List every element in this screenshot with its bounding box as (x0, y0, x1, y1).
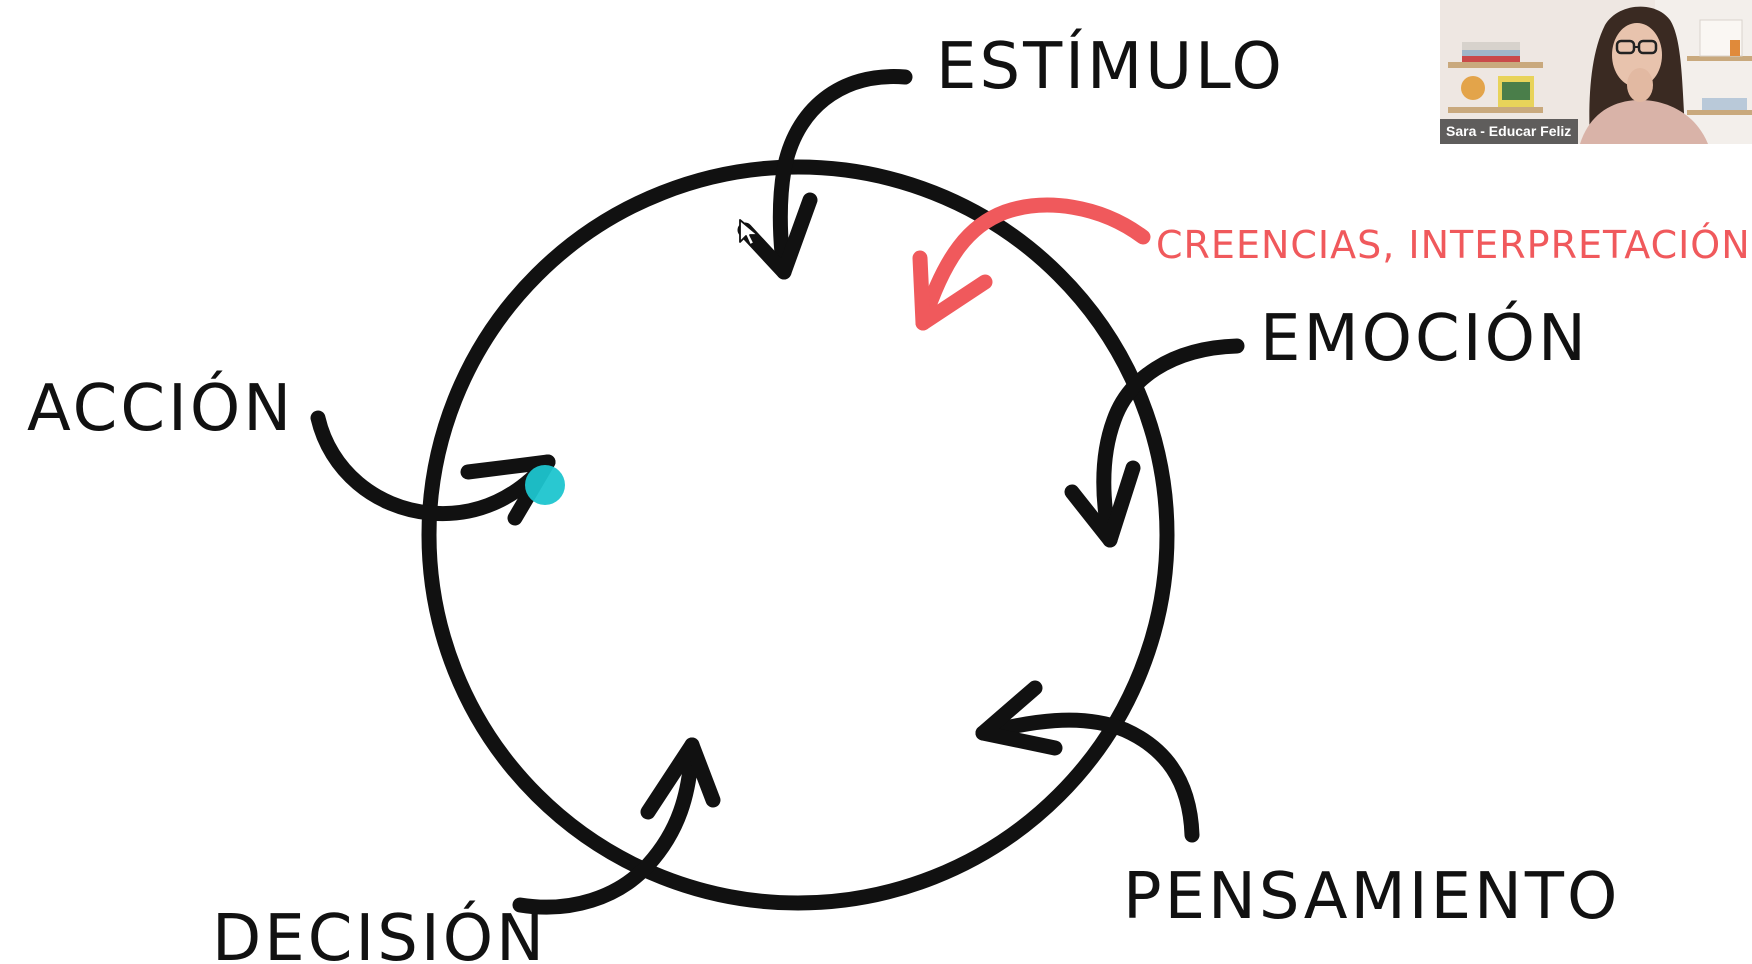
label-creencias: CREENCIAS, INTERPRETACIÓN... (1156, 223, 1752, 267)
arrow-estimulo (737, 69, 913, 280)
arrow-accion (310, 410, 556, 526)
label-emocion: EMOCIÓN (1260, 300, 1589, 376)
arrow-emocion (1064, 338, 1245, 548)
participant-video-tile[interactable]: Sara - Educar Feliz (1440, 0, 1752, 144)
arrow-creencias (912, 197, 1151, 331)
label-estimulo: ESTÍMULO (936, 28, 1285, 104)
label-decision: DECISIÓN (212, 900, 547, 964)
label-accion: ACCIÓN (27, 370, 294, 446)
arrow-pensamiento (975, 680, 1200, 843)
cycle-circle (421, 159, 1175, 911)
participant-name-label: Sara - Educar Feliz (1440, 119, 1579, 144)
mouse-cursor-icon (739, 219, 759, 246)
arrow-decision (512, 737, 721, 915)
label-pensamiento: PENSAMIENTO (1123, 860, 1620, 934)
laser-pointer-dot (525, 465, 565, 505)
